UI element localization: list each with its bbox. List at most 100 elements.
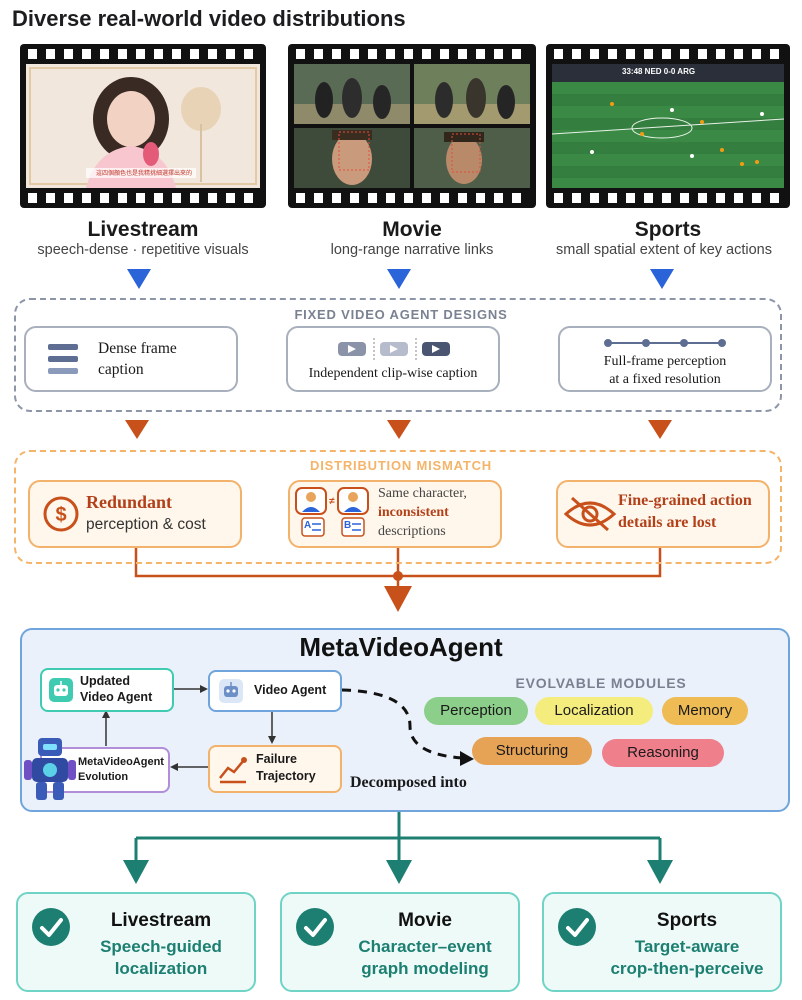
fixed-designs-container [14,298,782,412]
mismatch-container [14,450,782,564]
evolution-line1: MetaVideoAgent [78,756,164,768]
orange-arrow-movie [387,420,411,439]
teal-arrow-movie [386,860,412,884]
orange-arrow-sports [648,420,672,439]
result-livestream-desc: Speech-guided localization [74,936,248,980]
sports-frame: 33:48 NED 0-0 ARG [552,64,784,188]
teal-arrow-sports [647,860,673,884]
decomposed-arrow [341,688,463,760]
timeline-icon [604,339,726,347]
badge-a: A [304,520,312,531]
result-sports-name: Sports [656,910,718,931]
checkmark-icon [32,908,70,946]
design-clipwise-caption: Independent clip-wise caption [286,326,500,392]
module-perception: Perception [424,697,528,725]
list-lines-icon [48,344,78,374]
result-movie-desc: Character–event graph modeling [338,936,512,980]
mismatch-fine-line1: Fine-grained action [618,492,752,509]
video-agent-label: Video Agent [254,683,327,697]
two-persons-icon: ≠ [295,487,369,537]
updated-video-agent-box: Updated Video Agent [40,668,174,712]
fixed-designs-label: FIXED VIDEO AGENT DESIGNS [294,307,508,322]
livestream-frame: 這四個顏色也是我精挑細選擇出來的 [26,64,260,188]
figure-title: Diverse real-world video distributions [12,6,406,31]
checkmark-icon [558,908,596,946]
domain-subtitle-movie: long-range narrative links [330,242,494,258]
mecha-robot-icon [24,738,76,800]
decomposed-into-label: Decomposed into [350,774,467,791]
result-sports-desc2: crop-then-perceive [610,959,764,978]
mismatch-inconsistent-bold: inconsistent [378,505,449,520]
result-livestream-name: Livestream [110,910,212,931]
checkmark-icon [296,908,334,946]
result-sports: Sports Target-aware crop-then-perceive [542,892,782,992]
robot-icon [49,678,73,702]
evolvable-modules-label: EVOLVABLE MODULES [515,675,687,691]
result-sports-desc: Target-aware crop-then-perceive [600,936,774,980]
result-livestream: Livestream Speech-guided localization [16,892,256,992]
design-dense-line1: Dense frame [98,340,177,357]
sports-filmstrip: 33:48 NED 0-0 ARG [546,44,790,208]
mismatch-inconsistent: ≠ A B Same character, inconsistent descr… [288,480,502,548]
result-sports-desc1: Target-aware [634,937,740,956]
result-livestream-desc2: localization [114,959,208,978]
livestream-caption-overlay: 這四個顏色也是我精挑細選擇出來的 [95,171,192,177]
domain-name-livestream: Livestream [87,218,199,241]
mismatch-redundant-rest: perception & cost [86,516,206,533]
failure-trajectory-box: Failure Trajectory [208,745,342,793]
video-clips-icon [338,338,450,360]
livestream-filmstrip: 這四個顏色也是我精挑細選擇出來的 [20,44,266,208]
merge-dot [393,571,403,581]
domain-name-movie: Movie [382,218,442,241]
result-movie: Movie Character–event graph modeling [280,892,520,992]
design-full-frame-line2: at a fixed resolution [609,372,721,387]
mismatch-inconsistent-post: descriptions [378,524,446,539]
domain-name-sports: Sports [634,218,702,241]
svg-text:≠: ≠ [329,496,335,507]
design-dense-line2: caption [98,361,144,378]
svg-text:$: $ [55,504,66,526]
module-structuring: Structuring [472,737,592,765]
failure-line2: Trajectory [256,769,316,783]
mismatch-fine-line2: details are lost [618,514,717,531]
design-full-frame-line1: Full-frame perception [603,354,727,369]
mismatch-redundant: $ Redundant perception & cost [28,480,242,548]
movie-illustration [294,64,530,188]
module-localization: Localization [535,697,653,725]
mismatch-inconsistent-pre: Same character, [378,486,467,501]
blue-arrow-movie [387,269,411,289]
result-movie-desc1: Character–event [358,937,492,956]
robot-icon [219,679,243,703]
failure-line1: Failure [256,752,297,766]
teal-arrow-livestream [123,860,149,884]
orange-arrow-livestream [125,420,149,439]
module-reasoning: Reasoning [602,739,724,767]
mismatch-label: DISTRIBUTION MISMATCH [310,458,492,473]
evolution-line2: Evolution [78,771,129,783]
result-livestream-desc1: Speech-guided [100,937,222,956]
metavideoagent-title: MetaVideoAgent [299,632,503,662]
sports-illustration [552,64,784,188]
movie-filmstrip [288,44,536,208]
merge-arrow [384,586,412,612]
movie-frames [294,64,530,188]
domain-subtitle-livestream: speech-dense · repetitive visuals [37,242,249,258]
livestream-illustration [26,64,260,188]
badge-b: B [344,520,352,531]
dollar-icon: $ [43,496,79,532]
domain-subtitle-sports: small spatial extent of key actions [556,242,772,258]
updated-agent-line1: Updated [80,674,130,688]
mismatch-fine-grained: Fine-grained action details are lost [556,480,770,548]
module-memory: Memory [662,697,748,725]
result-movie-name: Movie [398,910,452,931]
design-dense-frame-caption: Dense frame caption [24,326,238,392]
blue-arrow-livestream [127,269,151,289]
design-clipwise-line1: Independent clip-wise caption [308,366,478,381]
result-movie-desc2: graph modeling [361,959,489,978]
updated-agent-line2: Video Agent [80,690,153,704]
sports-scoreboard: 33:48 NED 0-0 ARG [622,67,696,76]
eye-slash-icon [564,496,616,532]
video-agent-box: Video Agent [208,670,342,712]
